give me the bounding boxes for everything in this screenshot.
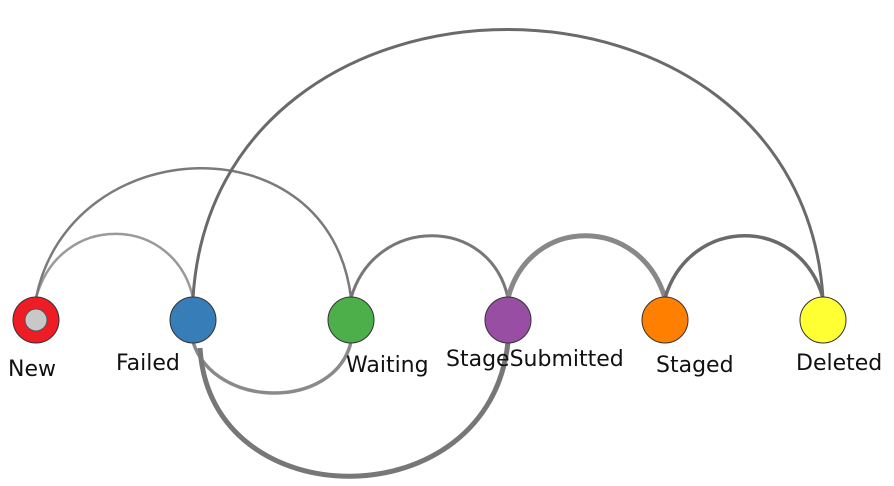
labels: New Failed Waiting StageSubmitted Staged…	[8, 347, 882, 382]
label-stagesubmitted: StageSubmitted	[446, 347, 624, 372]
edge-waiting-stagesubmitted	[349, 234, 510, 299]
label-staged: Staged	[656, 353, 734, 378]
edge-staged-deleted	[663, 234, 825, 299]
node-failed	[169, 296, 217, 344]
node-deleted	[799, 296, 847, 344]
edge-new-failed	[34, 232, 195, 299]
edge-waiting-failed	[191, 341, 353, 395]
node-waiting	[327, 296, 375, 344]
label-new: New	[8, 357, 56, 382]
edge-stagesubmitted-staged	[505, 233, 668, 299]
label-failed: Failed	[116, 351, 180, 376]
label-deleted: Deleted	[796, 351, 882, 376]
edges	[34, 28, 825, 479]
label-waiting: Waiting	[346, 353, 429, 378]
edge-new-waiting	[34, 167, 353, 299]
node-stagesubmitted	[484, 296, 532, 344]
edge-failed-deleted	[191, 28, 825, 299]
node-new-inner	[24, 308, 48, 332]
node-staged	[641, 296, 689, 344]
nodes	[12, 296, 847, 344]
edge-stagesubmitted-failed	[197, 341, 511, 479]
